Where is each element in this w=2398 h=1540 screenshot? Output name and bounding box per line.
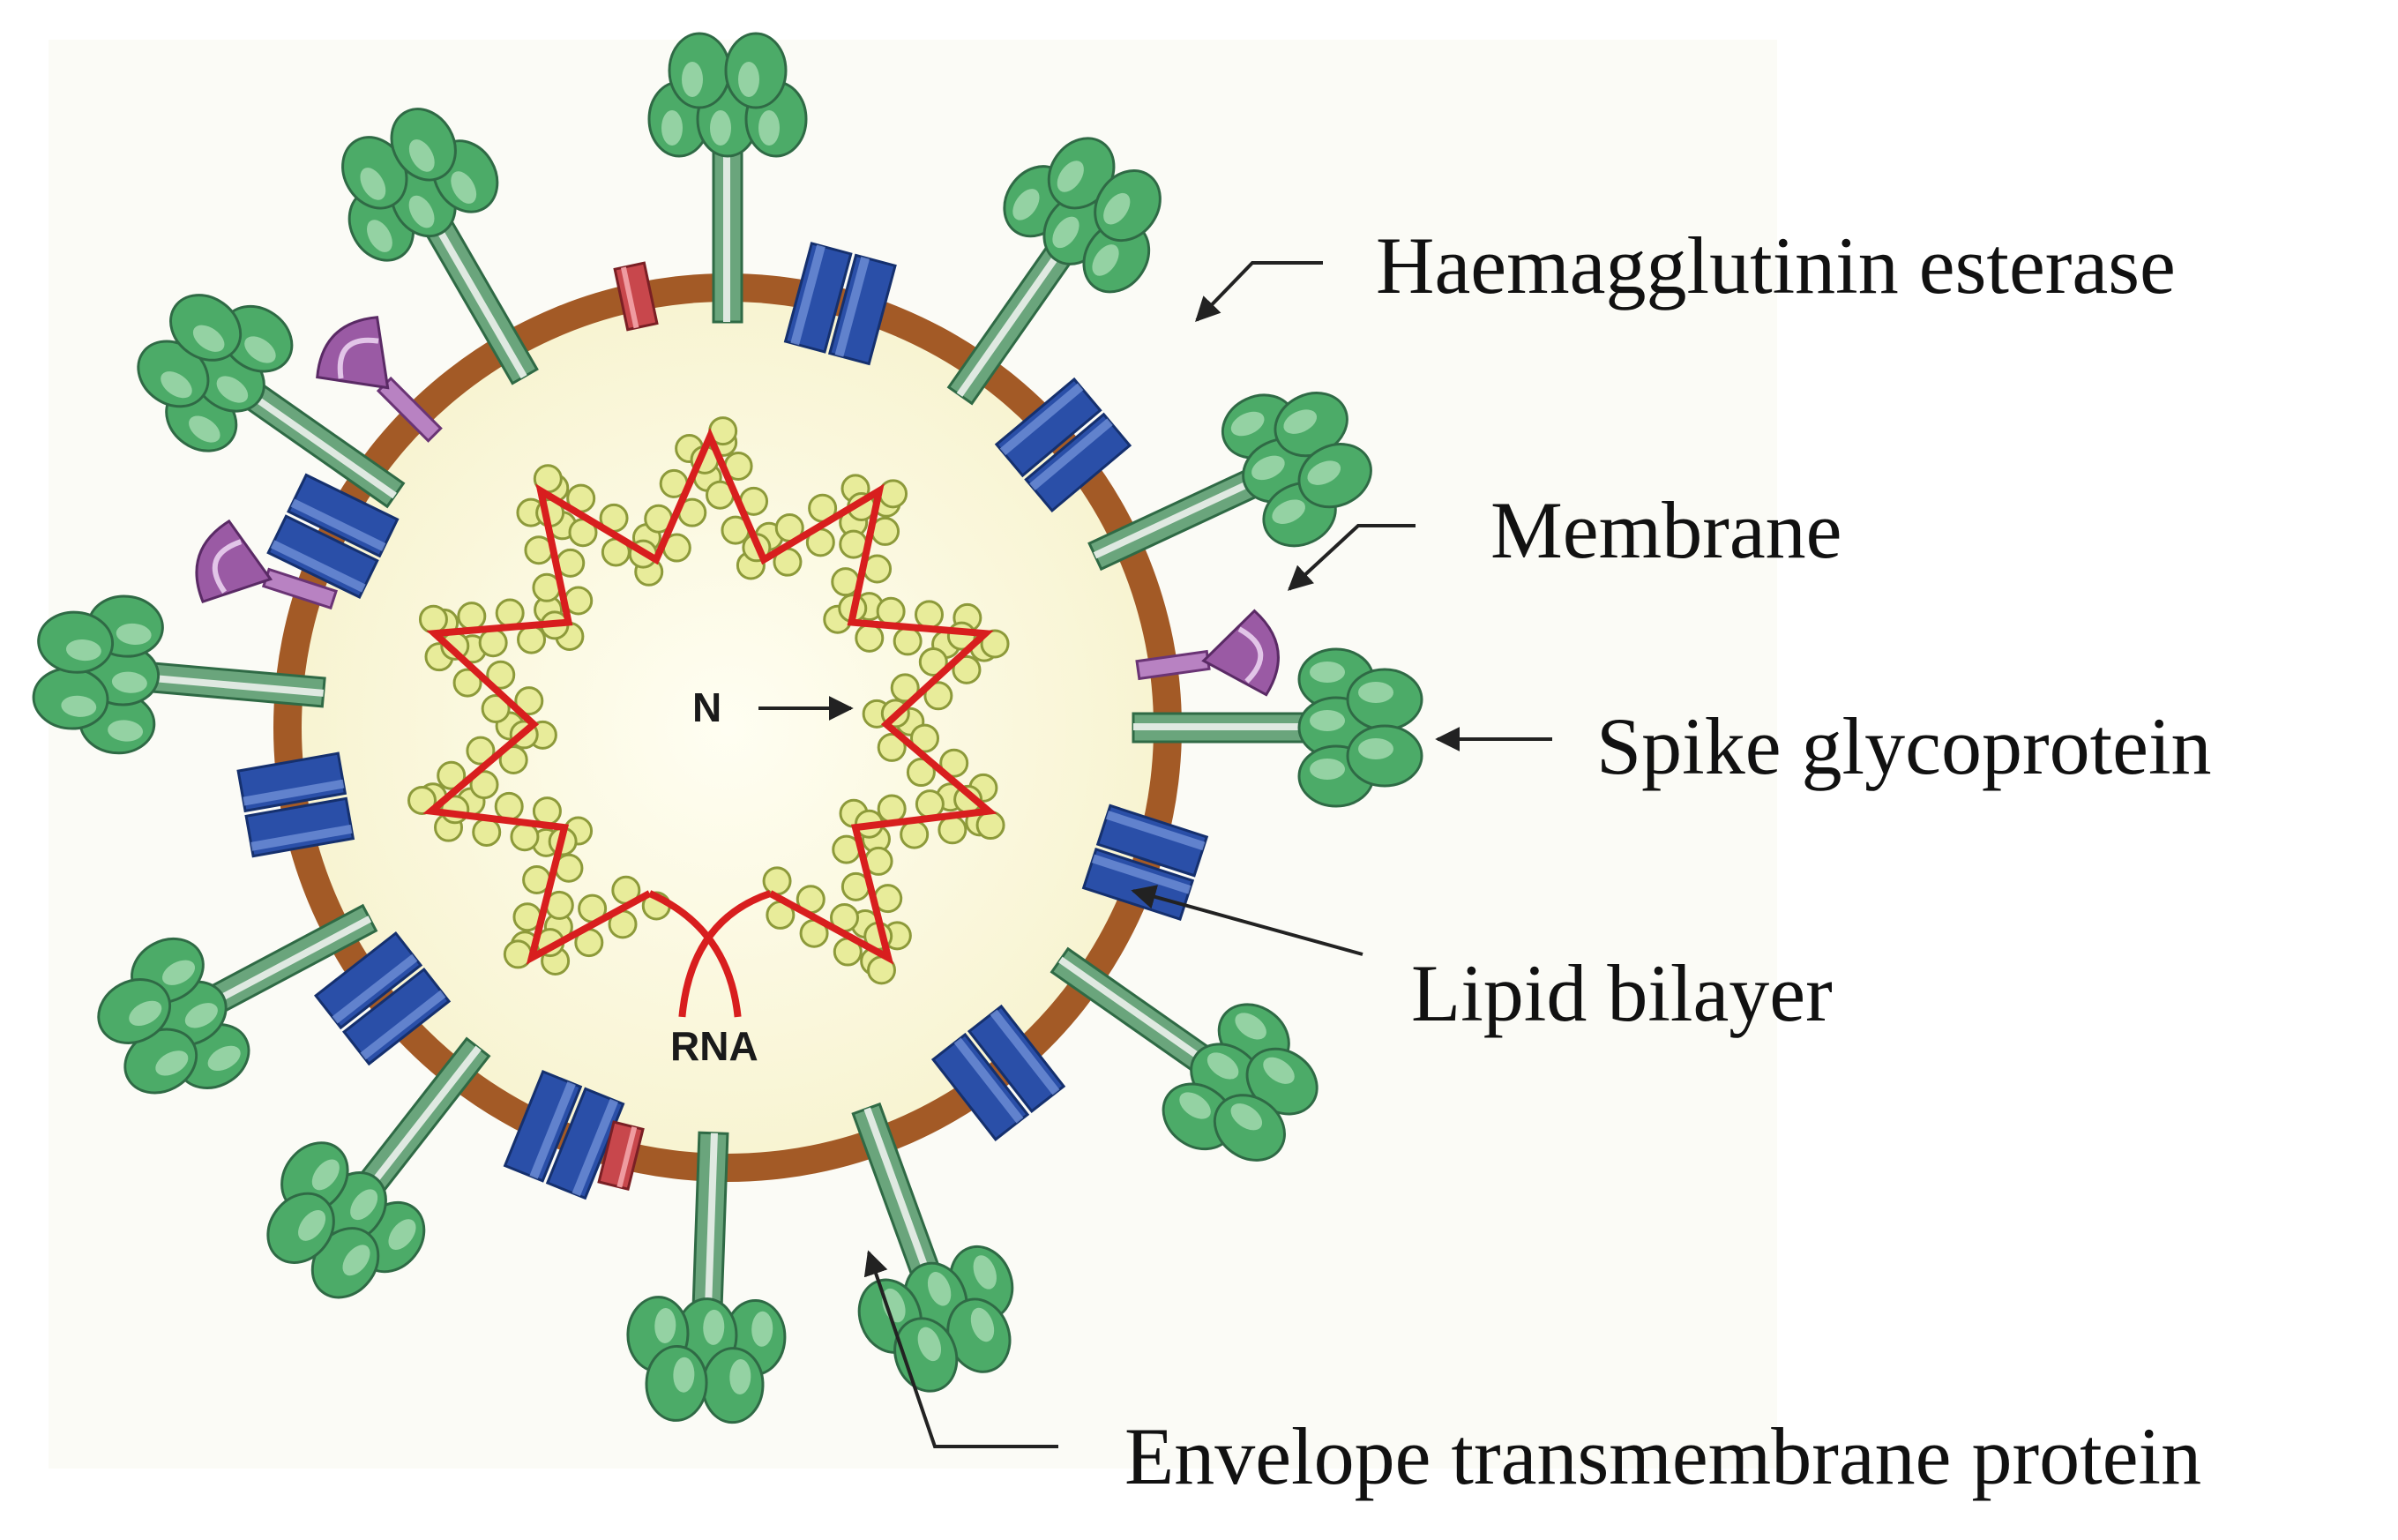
nucleocapsid-bead	[939, 748, 969, 778]
label-membrane: Membrane	[1490, 485, 1842, 575]
nucleocapsid-bead	[532, 796, 562, 826]
spike-glycoprotein-icon	[32, 594, 326, 755]
nucleocapsid-bead	[923, 681, 953, 711]
nucleocapsid-bead	[495, 598, 525, 628]
nucleocapsid-bead	[918, 647, 948, 677]
nucleocapsid-bead	[952, 654, 982, 684]
haemagglutinin-esterase-icon	[195, 519, 338, 610]
nucleocapsid-bead	[466, 736, 496, 766]
label-envelope-transmembrane-protein: Envelope transmembrane protein	[1124, 1411, 2202, 1501]
label-spike-glycoprotein: Spike glycoprotein	[1596, 701, 2212, 791]
spike-glycoprotein-icon	[647, 32, 808, 324]
membrane-protein-icon	[783, 242, 897, 366]
nucleocapsid-bead	[876, 596, 906, 626]
spike-glycoprotein-icon	[851, 1102, 1014, 1393]
nucleocapsid-bead	[877, 794, 907, 824]
arrow-lipid-bilayer	[1131, 885, 1363, 956]
nucleocapsid-bead	[914, 600, 944, 630]
membrane-protein-icon	[994, 377, 1132, 513]
nucleocapsid-bead	[478, 628, 508, 658]
nucleocapsid-bead	[494, 791, 524, 821]
nucleocapsid-bead	[910, 723, 940, 753]
membrane-protein-icon	[236, 751, 355, 858]
rna-strand	[422, 428, 997, 965]
nucleocapsid-bead	[938, 815, 967, 845]
rna-tail	[647, 890, 742, 1018]
nucleocapsid-bead	[906, 758, 936, 788]
nucleocapsid-bead	[469, 770, 499, 800]
envelope-protein-icon	[613, 261, 659, 332]
arrow-membrane	[1287, 524, 1416, 591]
spike-glycoprotein-icon	[1050, 946, 1319, 1162]
nucleocapsid-bead	[437, 760, 467, 790]
nucleocapsid-bead	[457, 602, 487, 632]
spike-glycoprotein-icon	[137, 294, 406, 509]
nucleocapsid-bead	[481, 693, 511, 723]
spike-glycoprotein-icon	[946, 137, 1162, 406]
membrane-protein-icon	[503, 1070, 625, 1200]
spike-glycoprotein-icon	[626, 1131, 787, 1424]
nucleocapsid-bead	[975, 811, 1005, 841]
nucleocapsid-bead	[762, 866, 792, 896]
nucleocapsid-bead	[452, 668, 482, 698]
nucleocapsid-bead	[498, 744, 528, 774]
haemagglutinin-esterase-icon	[1135, 609, 1280, 697]
arrow-haemagglutinin-esterase	[1195, 261, 1323, 323]
envelope-protein-icon	[597, 1120, 645, 1192]
spike-glycoprotein-icon	[266, 1036, 491, 1299]
haemagglutinin-esterase-icon	[316, 316, 443, 443]
spike-glycoprotein-icon	[1087, 392, 1372, 572]
arrow-envelope-transmembrane-protein	[863, 1250, 1058, 1448]
nucleocapsid-bead	[877, 732, 907, 762]
label-haemagglutinin-esterase: Haemagglutinin esterase	[1376, 221, 2176, 310]
membrane-protein-icon	[930, 1004, 1066, 1142]
nucleocapsid-bead	[514, 686, 544, 716]
membrane-protein-icon	[266, 473, 400, 600]
nucleocapsid-bead	[510, 822, 540, 852]
spike-glycoprotein-icon	[1132, 647, 1423, 808]
surface-proteins	[32, 32, 1423, 1424]
nucleocapsid-bead	[418, 604, 448, 634]
nucleocapsid-bead	[915, 789, 945, 819]
nucleocapsid-bead	[855, 623, 885, 653]
nucleocapsid	[407, 416, 1010, 1018]
nucleocapsid-bead	[517, 624, 547, 654]
nucleocapsid-bead	[900, 819, 930, 849]
nucleocapsid-bead	[890, 673, 920, 703]
nucleocapsid-bead	[472, 817, 502, 847]
nucleocapsid-label: N	[692, 684, 721, 730]
spike-glycoprotein-icon	[97, 903, 378, 1095]
rna-tail	[678, 890, 772, 1018]
nucleocapsid-bead	[893, 626, 923, 656]
rna-label: RNA	[670, 1023, 758, 1069]
nucleocapsid-bead	[486, 660, 516, 690]
membrane-protein-icon	[313, 931, 452, 1066]
nucleocapsid-bead	[407, 785, 437, 815]
nucleocapsid-bead	[980, 629, 1010, 659]
spike-glycoprotein-icon	[341, 108, 539, 385]
membrane-protein-icon	[1081, 804, 1209, 922]
label-lipid-bilayer: Lipid bilayer	[1411, 948, 1833, 1038]
